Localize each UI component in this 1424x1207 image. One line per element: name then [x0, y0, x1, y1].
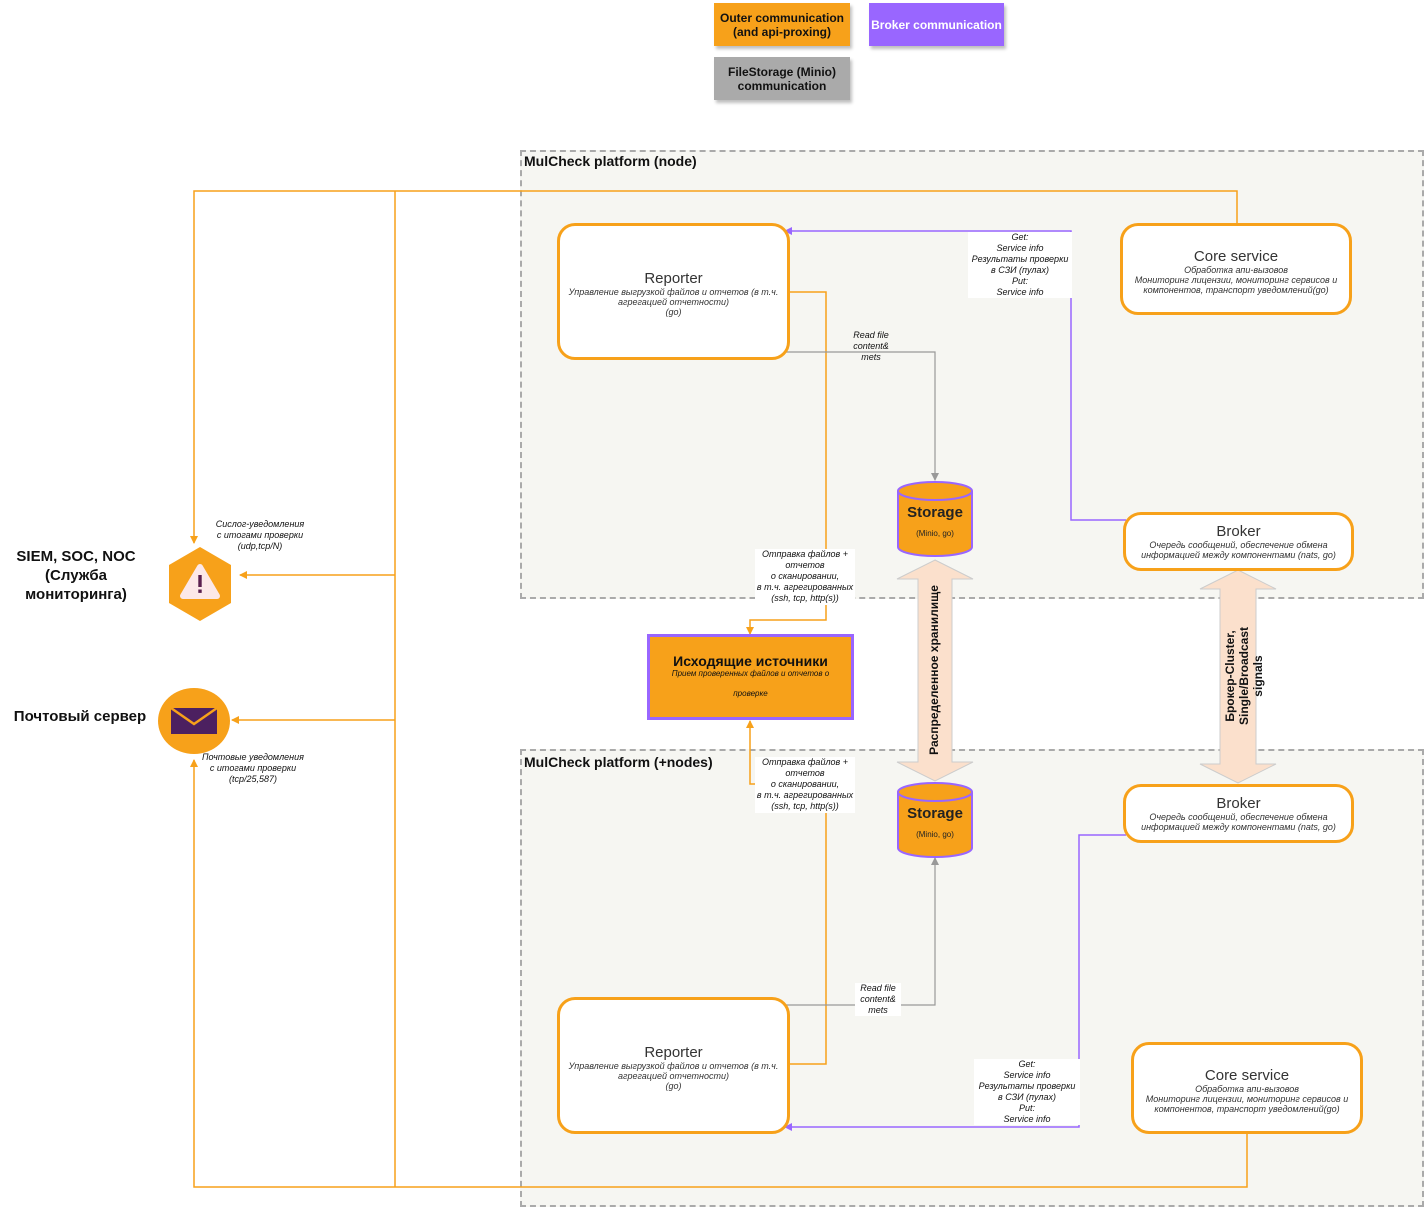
outer-communication-lines — [190, 190, 1248, 1188]
core-service-bottom-desc: Обработка апи-вызовов Мониторинг лицензи… — [1145, 1084, 1349, 1114]
reporter-top-desc: Управление выгрузкой файлов и отчетов (в… — [568, 287, 779, 317]
reporter-bottom[interactable]: Reporter Управление выгрузкой файлов и о… — [557, 997, 790, 1134]
storage-link-arrow — [896, 559, 974, 782]
filestorage-communication-lines — [783, 351, 939, 1006]
legend-filestorage-communication: FileStorage (Minio) communication — [714, 57, 850, 100]
mail-label: Почтовый сервер — [13, 708, 147, 725]
storage-link-label: Распределенное хранилище — [927, 585, 941, 755]
broker-bottom-title: Broker — [1216, 795, 1261, 812]
core-service-bottom[interactable]: Core service Обработка апи-вызовов Монит… — [1131, 1042, 1363, 1134]
siem-label: SIEM, SOC, NOC (Служба мониторинга) — [16, 548, 136, 603]
send-note-top: Отправка файлов + отчетов о сканировании… — [755, 549, 855, 605]
storage-bottom[interactable]: Storage (Minio, go) — [896, 782, 974, 858]
reporter-top-title: Reporter — [644, 270, 703, 287]
broker-note-top: Get: Service info Результаты проверки в … — [968, 232, 1072, 298]
broker-communication-lines — [784, 227, 1126, 1131]
broker-top-title: Broker — [1216, 523, 1261, 540]
broker-bottom-desc: Очередь сообщений, обеспечение обмена ин… — [1141, 812, 1336, 832]
outgoing-sources-title: Исходящие источники — [673, 653, 828, 669]
mail-note: Почтовые уведомления с итогами проверки … — [202, 752, 304, 784]
siem-note: Сислог-уведомления с итогами проверки (u… — [215, 519, 305, 551]
core-service-bottom-title: Core service — [1204, 1067, 1290, 1084]
send-note-bottom: Отправка файлов + отчетов о сканировании… — [755, 757, 855, 813]
reporter-bottom-title: Reporter — [644, 1044, 703, 1061]
reporter-top[interactable]: Reporter Управление выгрузкой файлов и о… — [557, 223, 790, 360]
broker-top[interactable]: Broker Очередь сообщений, обеспечение об… — [1123, 512, 1354, 571]
outgoing-sources[interactable]: Исходящие источники Прием проверенных фа… — [647, 634, 854, 720]
envelope-icon — [158, 688, 230, 754]
broker-note-bottom: Get: Service info Результаты проверки в … — [974, 1059, 1080, 1125]
broker-top-desc: Очередь сообщений, обеспечение обмена ин… — [1141, 540, 1336, 560]
reporter-bottom-desc: Управление выгрузкой файлов и отчетов (в… — [568, 1061, 779, 1091]
read-note-bottom: Read file content& mets — [855, 983, 901, 1016]
read-note-top: Read file content& mets — [853, 330, 889, 362]
storage-top[interactable]: Storage (Minio, go) — [896, 481, 974, 557]
core-service-top-desc: Обработка апи-вызовов Мониторинг лицензи… — [1134, 265, 1338, 295]
legend-outer-communication: Outer communication (and api-proxing) — [714, 3, 850, 46]
storage-top-cylinder — [897, 481, 973, 557]
storage-top-desc: (Minio, go) — [916, 529, 954, 538]
region-node-title: MulCheck platform (node) — [524, 153, 697, 169]
outgoing-sources-desc: Прием проверенных файлов и отчетов о про… — [671, 669, 830, 698]
storage-bottom-cylinder — [897, 782, 973, 858]
storage-bottom-desc: (Minio, go) — [916, 830, 954, 839]
broker-link-label: Брокер-Cluster, Single/Broadcast signals — [1223, 626, 1265, 726]
core-service-top[interactable]: Core service Обработка апи-вызовов Монит… — [1120, 223, 1352, 315]
warning-icon — [169, 547, 231, 621]
region-nodes-title: MulCheck platform (+nodes) — [524, 754, 713, 770]
broker-bottom[interactable]: Broker Очередь сообщений, обеспечение об… — [1123, 784, 1354, 843]
storage-bottom-title: Storage — [907, 805, 963, 822]
core-service-top-title: Core service — [1193, 248, 1279, 265]
broker-link-arrow — [1199, 569, 1277, 784]
legend-broker-communication: Broker communication — [869, 3, 1004, 46]
storage-top-title: Storage — [907, 504, 963, 521]
